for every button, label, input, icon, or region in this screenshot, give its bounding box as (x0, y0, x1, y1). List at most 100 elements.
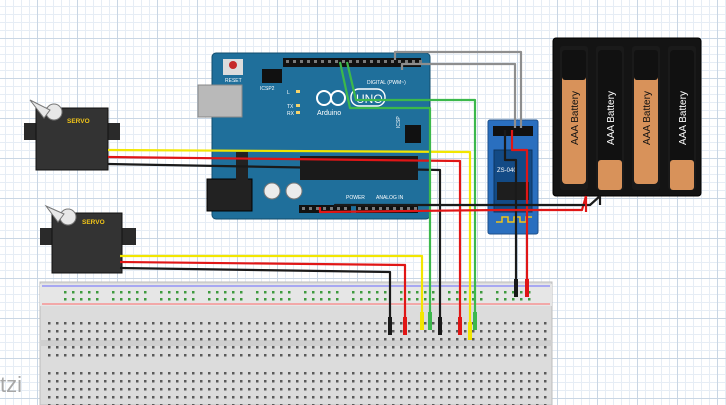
breadboard-hole (344, 396, 347, 399)
wire-servo1-signal (107, 148, 472, 340)
breadboard-hole (472, 380, 475, 383)
header-pin (342, 60, 345, 63)
breadboard-hole (160, 380, 163, 383)
breadboard-hole (384, 372, 387, 375)
breadboard-hole (96, 322, 99, 325)
breadboard-rail-hole (256, 298, 259, 301)
breadboard-hole (128, 388, 131, 391)
breadboard-hole (96, 346, 99, 349)
breadboard-hole (456, 372, 459, 375)
breadboard-rail-hole (64, 291, 67, 294)
breadboard-hole (304, 388, 307, 391)
breadboard-hole (160, 346, 163, 349)
breadboard-rail-hole (176, 298, 179, 301)
breadboard-rail-hole (64, 298, 67, 301)
breadboard-hole (112, 346, 115, 349)
breadboard-hole (128, 354, 131, 357)
breadboard-rail-hole (224, 291, 227, 294)
breadboard-hole (184, 388, 187, 391)
breadboard-hole (48, 322, 51, 325)
breadboard-hole (144, 372, 147, 375)
breadboard-hole (248, 346, 251, 349)
breadboard-hole (536, 388, 539, 391)
breadboard-hole (488, 380, 491, 383)
breadboard-hole (496, 330, 499, 333)
breadboard-hole (368, 396, 371, 399)
breadboard-hole (224, 338, 227, 341)
battery-cell-label: AAA Battery (570, 91, 581, 145)
breadboard-rail-hole (304, 298, 307, 301)
breadboard-hole (472, 396, 475, 399)
breadboard-rail-hole (88, 298, 91, 301)
breadboard-hole (536, 396, 539, 399)
breadboard-hole (152, 338, 155, 341)
breadboard-hole (168, 354, 171, 357)
breadboard-hole (328, 330, 331, 333)
breadboard-hole (168, 396, 171, 399)
breadboard-hole (528, 354, 531, 357)
breadboard-rail-hole (408, 291, 411, 294)
breadboard-hole (432, 388, 435, 391)
breadboard-hole (416, 388, 419, 391)
breadboard-rail-hole (368, 298, 371, 301)
breadboard-rail-hole (424, 298, 427, 301)
breadboard-hole (88, 330, 91, 333)
breadboard-hole (224, 322, 227, 325)
wire-pin-end (525, 279, 529, 297)
breadboard-rail-hole (112, 291, 115, 294)
breadboard-hole (464, 330, 467, 333)
battery-cell: AAA Battery (560, 46, 588, 190)
breadboard-hole (424, 354, 427, 357)
breadboard-hole (536, 330, 539, 333)
breadboard-rail-hole (128, 291, 131, 294)
breadboard-hole (368, 346, 371, 349)
bt-module-label: ZS-040 (497, 168, 517, 174)
power-label: POWER (346, 195, 365, 201)
breadboard-hole (336, 396, 339, 399)
breadboard-hole (360, 396, 363, 399)
breadboard-hole (496, 372, 499, 375)
breadboard-rail-hole (184, 298, 187, 301)
breadboard-rail-hole (288, 298, 291, 301)
breadboard-hole (392, 354, 395, 357)
wire-servo2-power (119, 260, 407, 335)
breadboard-hole (192, 322, 195, 325)
header-pin (286, 60, 289, 63)
breadboard-rail-holes (64, 291, 531, 301)
breadboard-hole (464, 380, 467, 383)
breadboard-rail-hole (320, 291, 323, 294)
breadboard-hole (128, 322, 131, 325)
breadboard-hole (400, 338, 403, 341)
breadboard-hole (416, 330, 419, 333)
breadboard-hole (376, 330, 379, 333)
breadboard-hole (336, 330, 339, 333)
breadboard-hole (216, 380, 219, 383)
breadboard-hole (528, 388, 531, 391)
breadboard-hole (104, 346, 107, 349)
breadboard-rail-hole (312, 298, 315, 301)
breadboard-hole (120, 330, 123, 333)
battery-cell-label: AAA Battery (606, 91, 617, 145)
breadboard-hole (336, 388, 339, 391)
breadboard-rail-hole (128, 298, 131, 301)
servo-1-arm (29, 99, 51, 119)
breadboard-rail-hole (96, 298, 99, 301)
breadboard-hole (208, 380, 211, 383)
breadboard-hole (432, 330, 435, 333)
wire-servo1-power (107, 155, 462, 335)
led-rx (296, 111, 300, 114)
breadboard-hole (376, 322, 379, 325)
breadboard-rail-hole (456, 298, 459, 301)
breadboard-hole (176, 380, 179, 383)
breadboard-hole (424, 330, 427, 333)
breadboard-rail-hole (224, 298, 227, 301)
breadboard-hole (424, 372, 427, 375)
breadboard-hole (304, 380, 307, 383)
breadboard-hole (296, 396, 299, 399)
breadboard-hole (224, 346, 227, 349)
breadboard-hole (144, 388, 147, 391)
breadboard-rail-hole (272, 291, 275, 294)
breadboard-rail-hole (288, 291, 291, 294)
breadboard-hole (224, 330, 227, 333)
header-pin (407, 207, 410, 210)
